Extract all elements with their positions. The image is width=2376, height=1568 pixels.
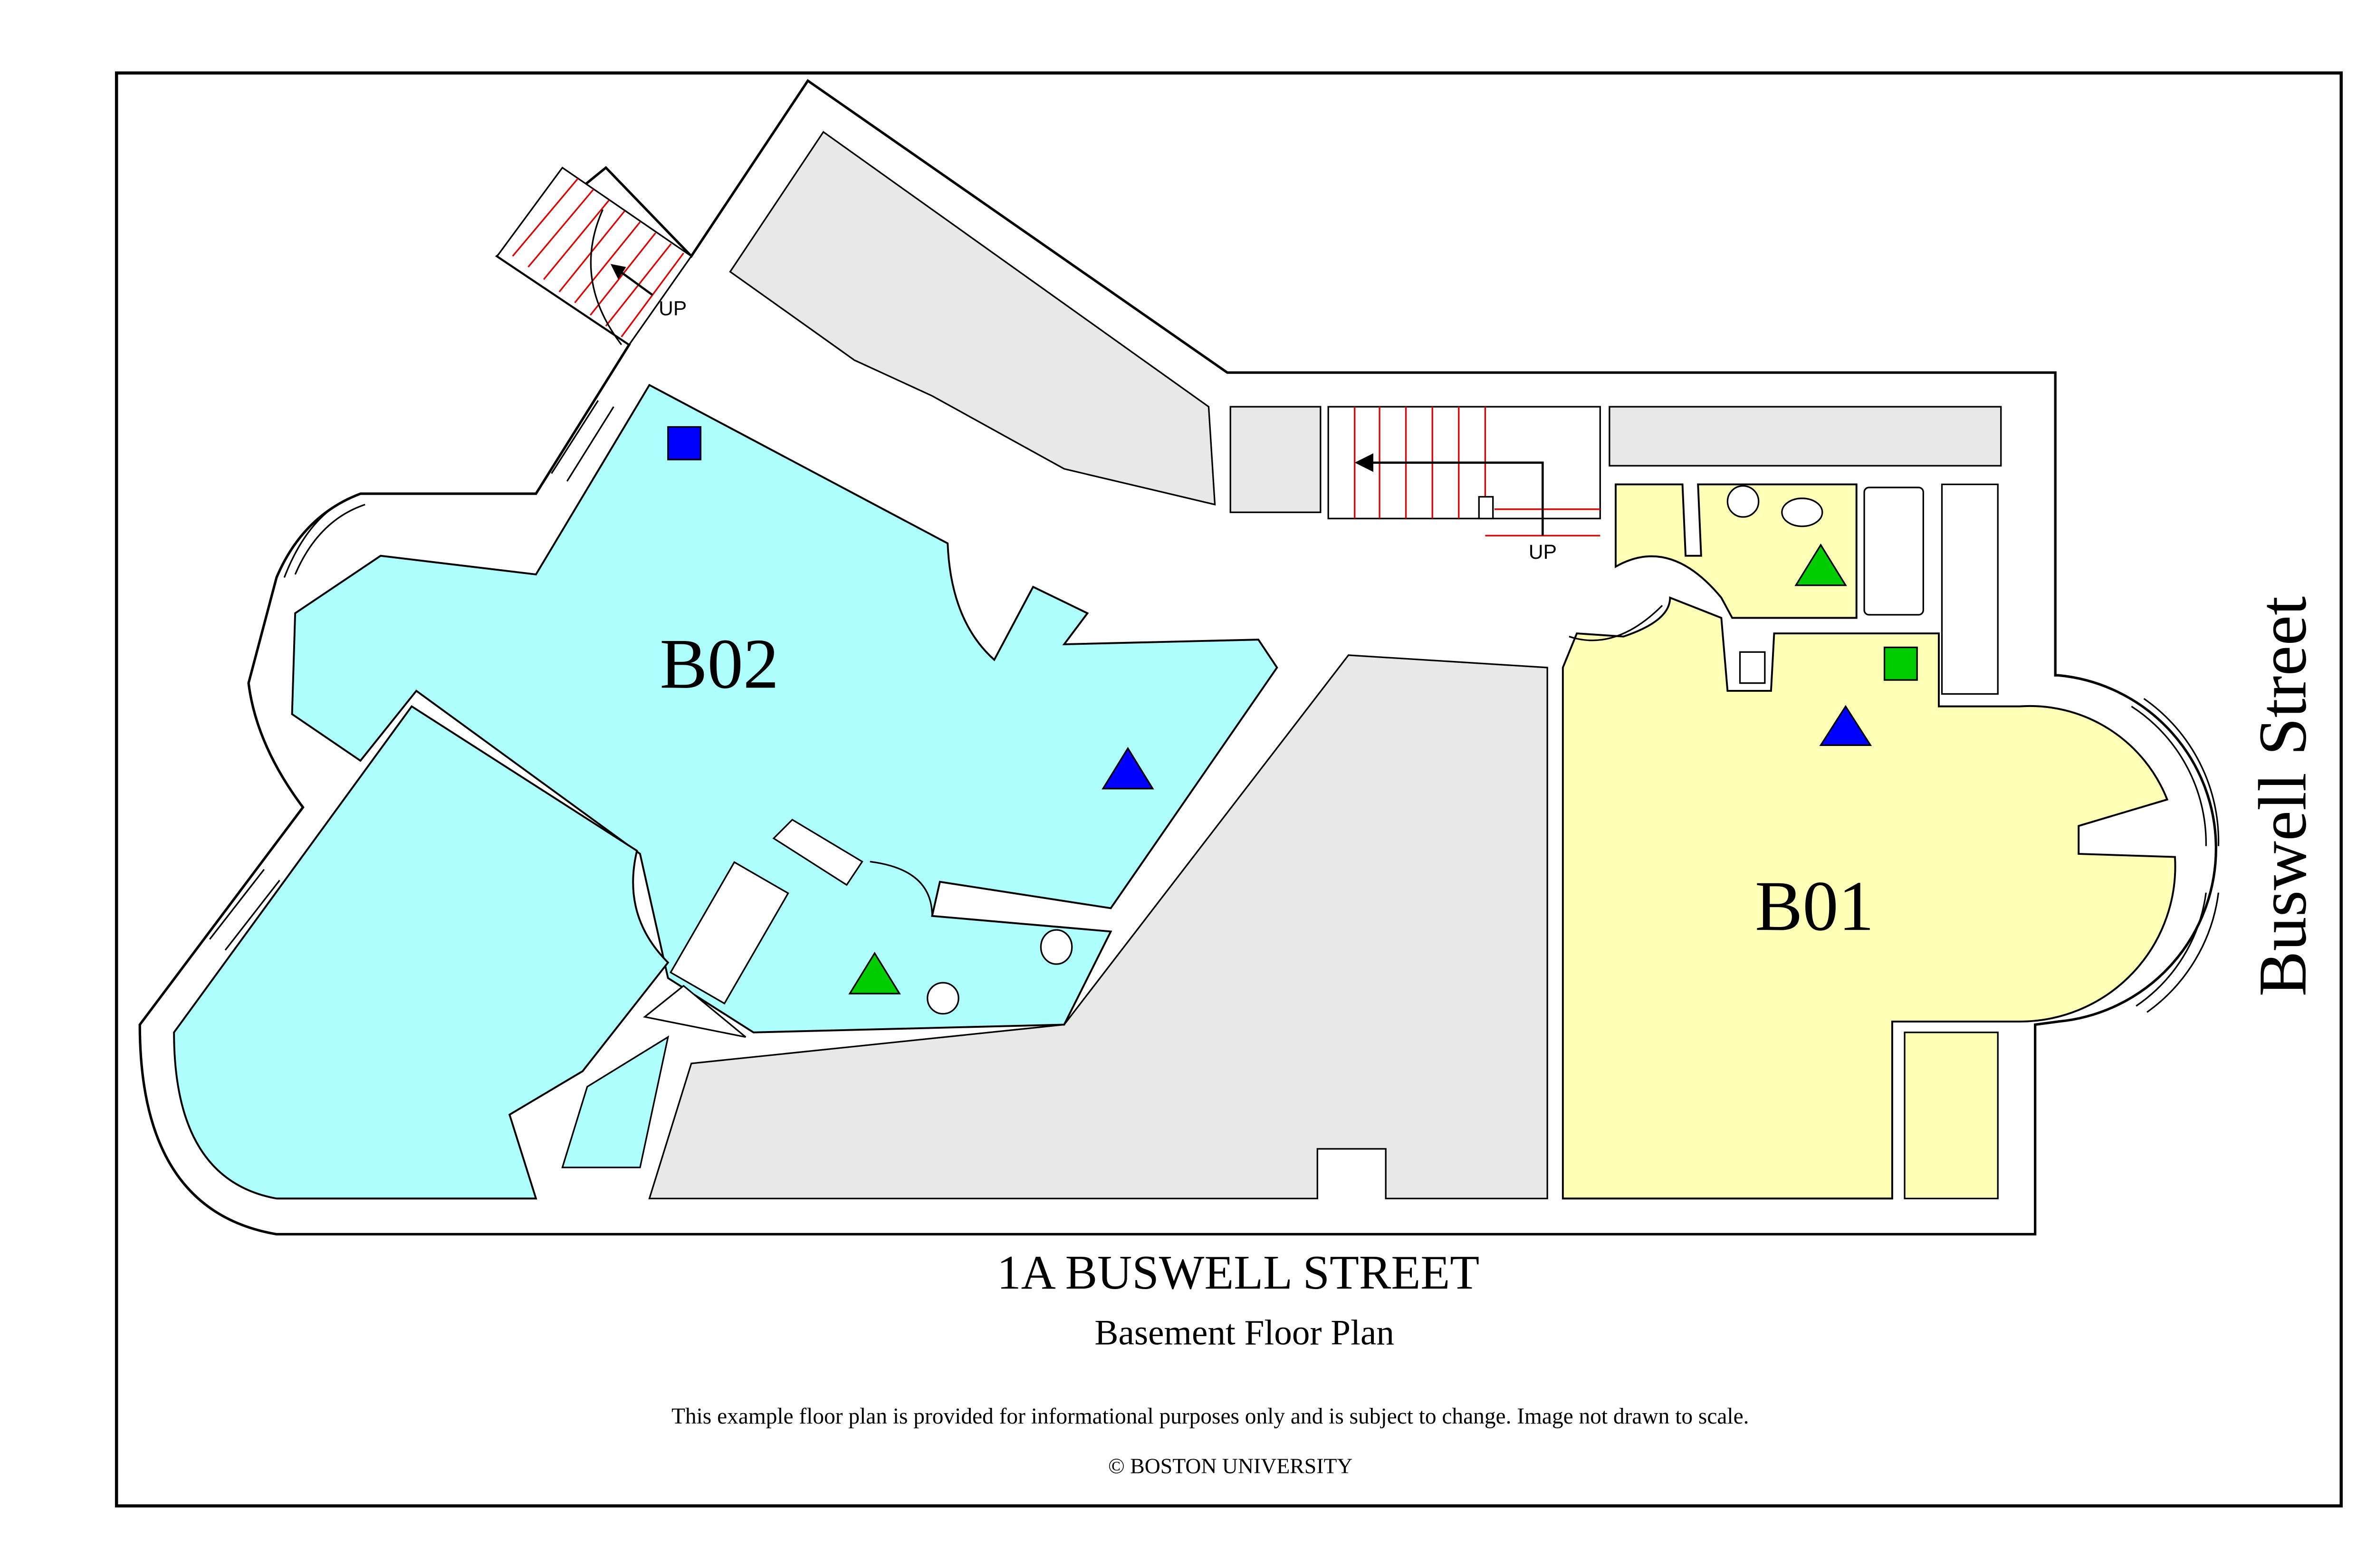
stair-up-label: UP	[659, 297, 687, 320]
toilet-icon	[927, 982, 959, 1015]
storage-area-north	[729, 131, 1216, 506]
storage-closet-1	[1229, 406, 1322, 513]
door-swing-b01	[1569, 605, 1663, 641]
shelf-b01	[1941, 483, 1999, 695]
storage-closet-2	[1609, 406, 2002, 467]
room-B02-area	[291, 383, 1278, 1033]
blue-square-icon	[667, 426, 702, 460]
windows	[209, 400, 2220, 1013]
street-label: Buswell Street	[2245, 596, 2321, 997]
room-B01-closet	[1904, 1032, 1999, 1200]
arrow-head-icon	[610, 264, 626, 280]
disclaimer: This example floor plan is provided for …	[671, 1404, 1749, 1429]
building-title: 1A BUSWELL STREET	[997, 1246, 1479, 1299]
door-swing-stair	[590, 209, 622, 345]
room-label-B01: B01	[1755, 866, 1874, 946]
floor-subtitle: Basement Floor Plan	[1094, 1313, 1394, 1353]
up-arrow-northwest	[617, 269, 653, 296]
room-B02-bedroom	[173, 705, 670, 1200]
room-label-B02: B02	[660, 624, 779, 703]
newel-post	[1478, 496, 1494, 519]
green-square-icon	[1883, 646, 1918, 681]
closet-shelf	[642, 985, 747, 1038]
arrow-head-icon	[1354, 453, 1373, 472]
up-arrow-center	[1370, 461, 1544, 536]
stair-up-label: UP	[1529, 541, 1557, 564]
room-B02-closet	[561, 1035, 670, 1168]
blue-triangle-icon	[1102, 746, 1154, 790]
room-B01-area	[1562, 596, 2176, 1200]
bathtub-icon	[670, 861, 789, 1005]
toilet-icon-b01	[1726, 485, 1760, 518]
sink-icon	[1040, 929, 1073, 965]
bathtub-icon-b01	[1863, 487, 1924, 616]
green-triangle-icon	[848, 952, 901, 994]
sink-icon-b01	[1781, 497, 1823, 527]
copyright: © BOSTON UNIVERSITY	[1108, 1454, 1352, 1478]
counter-icon	[772, 819, 863, 886]
fixture-b01	[1739, 651, 1766, 684]
blue-triangle-icon	[1819, 705, 1872, 746]
green-triangle-icon	[1794, 543, 1847, 586]
door-swing	[870, 860, 933, 916]
storage-area-south	[648, 654, 1548, 1200]
stairs-northwest	[496, 166, 693, 346]
